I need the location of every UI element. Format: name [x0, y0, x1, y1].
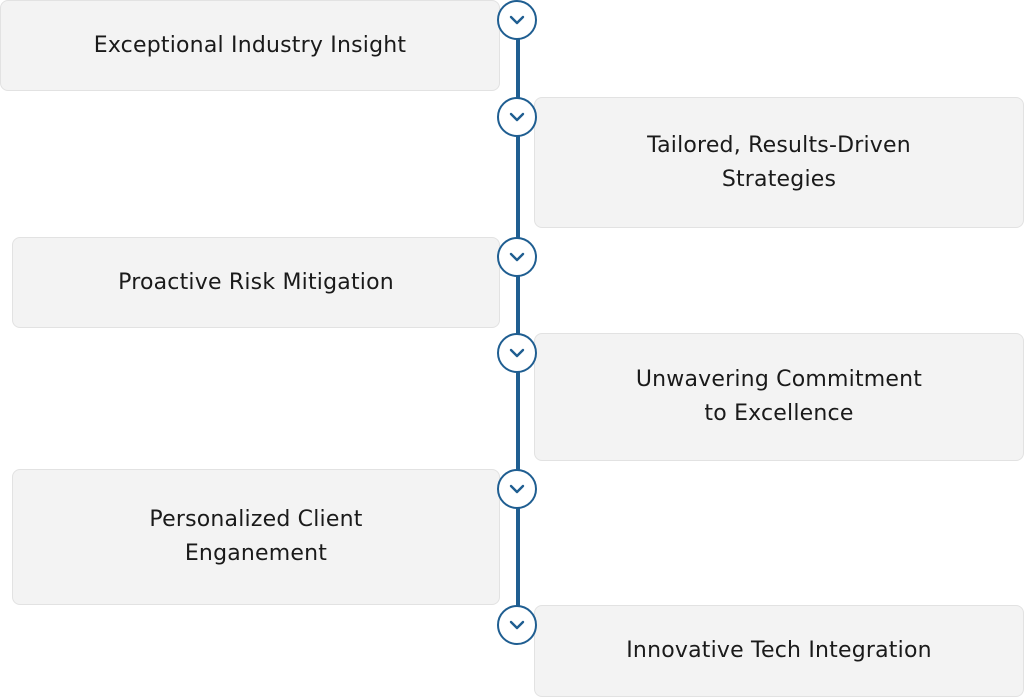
timeline-card-innovative-tech-integration[interactable]: Innovative Tech Integration: [534, 605, 1024, 697]
card-label-line1: Unwavering Commitment: [635, 367, 923, 392]
timeline-line: [516, 20, 520, 626]
timeline-marker-3[interactable]: [497, 237, 537, 277]
timeline-card-personalized-client-engagement[interactable]: Personalized Client Enganement: [12, 469, 500, 605]
card-text: Exceptional Industry Insight: [94, 29, 406, 63]
card-label-line1: Innovative Tech Integration: [626, 638, 932, 663]
chevron-down-icon: [509, 620, 525, 630]
chevron-down-icon: [509, 15, 525, 25]
timeline-card-exceptional-industry-insight[interactable]: Exceptional Industry Insight: [0, 0, 500, 91]
card-label-line2: to Excellence: [704, 401, 854, 426]
card-label-line2: Enganement: [184, 541, 328, 566]
timeline-marker-6[interactable]: [497, 605, 537, 645]
timeline-marker-2[interactable]: [497, 97, 537, 137]
chevron-down-icon: [509, 112, 525, 122]
card-label-line1: Proactive Risk Mitigation: [118, 269, 394, 295]
timeline-card-proactive-risk-mitigation[interactable]: Proactive Risk Mitigation: [12, 237, 500, 328]
card-text: Tailored, Results-Driven Strategies: [647, 129, 911, 197]
timeline-card-unwavering-commitment[interactable]: Unwavering Commitment to Excellence: [534, 333, 1024, 461]
card-text: Unwavering Commitment to Excellence: [636, 363, 922, 431]
card-text: Innovative Tech Integration: [626, 634, 932, 668]
card-label-line1: Personalized Client: [149, 507, 363, 532]
card-label-line1: Tailored, Results-Driven: [647, 132, 911, 158]
timeline-marker-1[interactable]: [497, 0, 537, 40]
card-text: Personalized Client Enganement: [149, 503, 362, 571]
chevron-down-icon: [509, 252, 525, 262]
card-text: Proactive Risk Mitigation: [118, 266, 394, 300]
timeline-marker-4[interactable]: [497, 333, 537, 373]
timeline-marker-5[interactable]: [497, 469, 537, 509]
card-label-line1: Exceptional Industry Insight: [93, 32, 407, 58]
card-label-line2: Strategies: [721, 166, 837, 192]
timeline-card-tailored-strategies[interactable]: Tailored, Results-Driven Strategies: [534, 97, 1024, 228]
chevron-down-icon: [509, 484, 525, 494]
chevron-down-icon: [509, 348, 525, 358]
